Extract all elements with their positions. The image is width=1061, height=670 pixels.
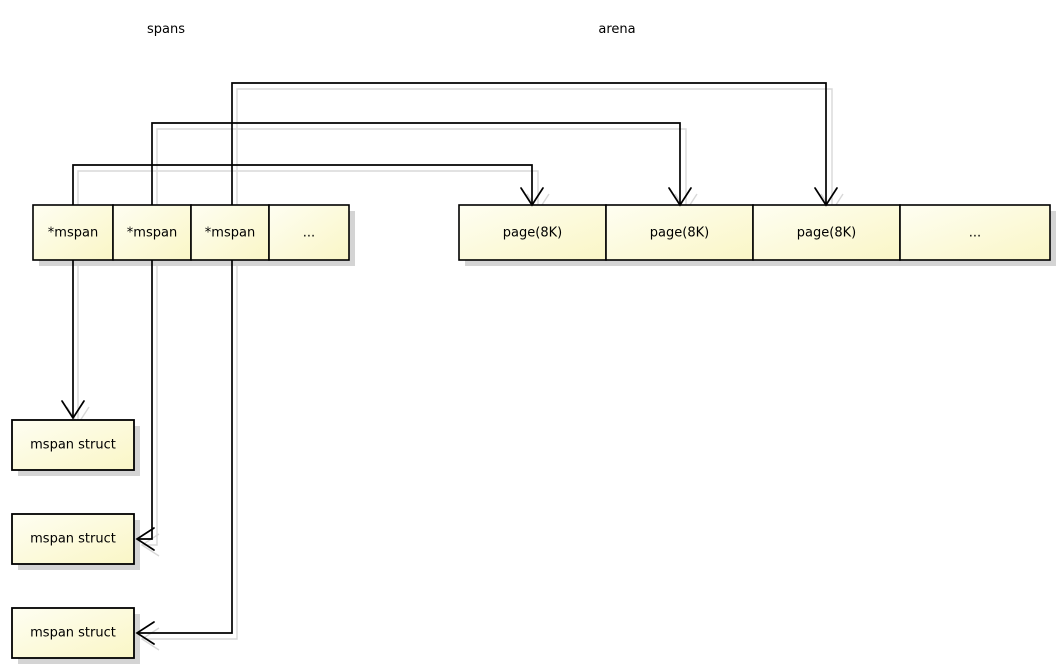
edge-span2-to-mspan2-arrowhead (135, 621, 155, 645)
mspan-struct-0[interactable] (11, 419, 135, 471)
edge-span2-to-page2 (231, 82, 827, 205)
arena-cell-0[interactable] (458, 204, 607, 261)
spans-cell-1[interactable] (112, 204, 192, 261)
edge-span0-to-page0-arrowhead (520, 187, 544, 207)
arena-array (458, 204, 1051, 261)
arena-label: arena (598, 22, 636, 37)
edge-span0-to-mspan0-arrowhead (61, 400, 85, 420)
arena-cell-1[interactable] (605, 204, 754, 261)
edge-span0-to-page0 (72, 164, 533, 205)
mspan-struct-2[interactable] (11, 607, 135, 659)
spans-label: spans (146, 22, 186, 37)
spans-cell-0[interactable] (32, 204, 114, 261)
edge-span1-to-page1 (151, 122, 681, 205)
edge-span1-to-page1-arrowhead (668, 187, 692, 207)
spans-cell-3[interactable] (268, 204, 350, 261)
edge-span1-to-mspan1 (137, 260, 153, 540)
arena-cell-3[interactable] (899, 204, 1051, 261)
arena-cell-2[interactable] (752, 204, 901, 261)
edge-span1-to-mspan1-arrowhead (135, 527, 155, 551)
edge-span2-to-mspan2 (137, 260, 233, 634)
edge-span2-to-page2-arrowhead (814, 187, 838, 207)
spans-array (32, 204, 350, 261)
mspan-struct-1[interactable] (11, 513, 135, 565)
spans-cell-2[interactable] (190, 204, 270, 261)
